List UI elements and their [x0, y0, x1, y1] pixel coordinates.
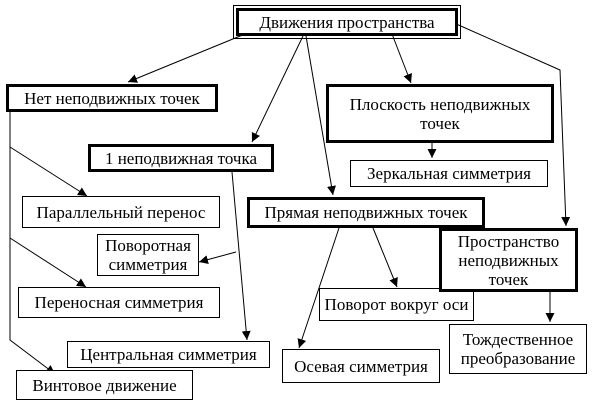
edge-no-fixed-parallel — [9, 146, 88, 197]
edge-no-fixed-translational — [9, 237, 87, 288]
node-mirror-symmetry: Зеркальная симметрия — [350, 160, 548, 187]
node-no-fixed-points: Нет неподвижных точек — [6, 84, 218, 112]
edge-one-fixed-rotary — [198, 251, 237, 264]
edge-one-fixed-central — [231, 171, 251, 341]
edge-root-space-fixed — [453, 22, 571, 227]
node-one-fixed-point: 1 неподвижная точка — [88, 144, 274, 172]
edge-no-fixed-screw — [9, 112, 56, 375]
node-rotary-symmetry: Поворотная симметрия — [97, 234, 199, 276]
node-axial-symmetry: Осевая симметрия — [282, 349, 440, 383]
edge-root-no-fixed — [127, 33, 246, 83]
node-screw-motion: Винтовое движение — [16, 370, 193, 400]
node-central-symmetry: Центральная симметрия — [67, 341, 270, 368]
node-root: Движения пространства — [233, 5, 461, 39]
edge-root-plane-fixed — [391, 33, 412, 84]
edge-line-rotation — [372, 227, 398, 288]
edge-root-line-fixed — [305, 35, 336, 196]
node-parallel-translation: Параллельный перенос — [22, 196, 220, 228]
node-identity-transformation: Тождественное преобразование — [449, 324, 587, 374]
node-space-fixed-points: Пространство неподвижных точек — [439, 228, 578, 292]
node-translational-symmetry: Переносная симметрия — [18, 287, 220, 318]
edge-root-one-fixed — [251, 35, 304, 143]
node-rotation-about-axis: Поворот вокруг оси — [319, 288, 474, 321]
node-line-fixed-points: Прямая неподвижных точек — [247, 197, 485, 228]
node-plane-fixed-points: Плоскость неподвижных точек — [326, 84, 554, 143]
